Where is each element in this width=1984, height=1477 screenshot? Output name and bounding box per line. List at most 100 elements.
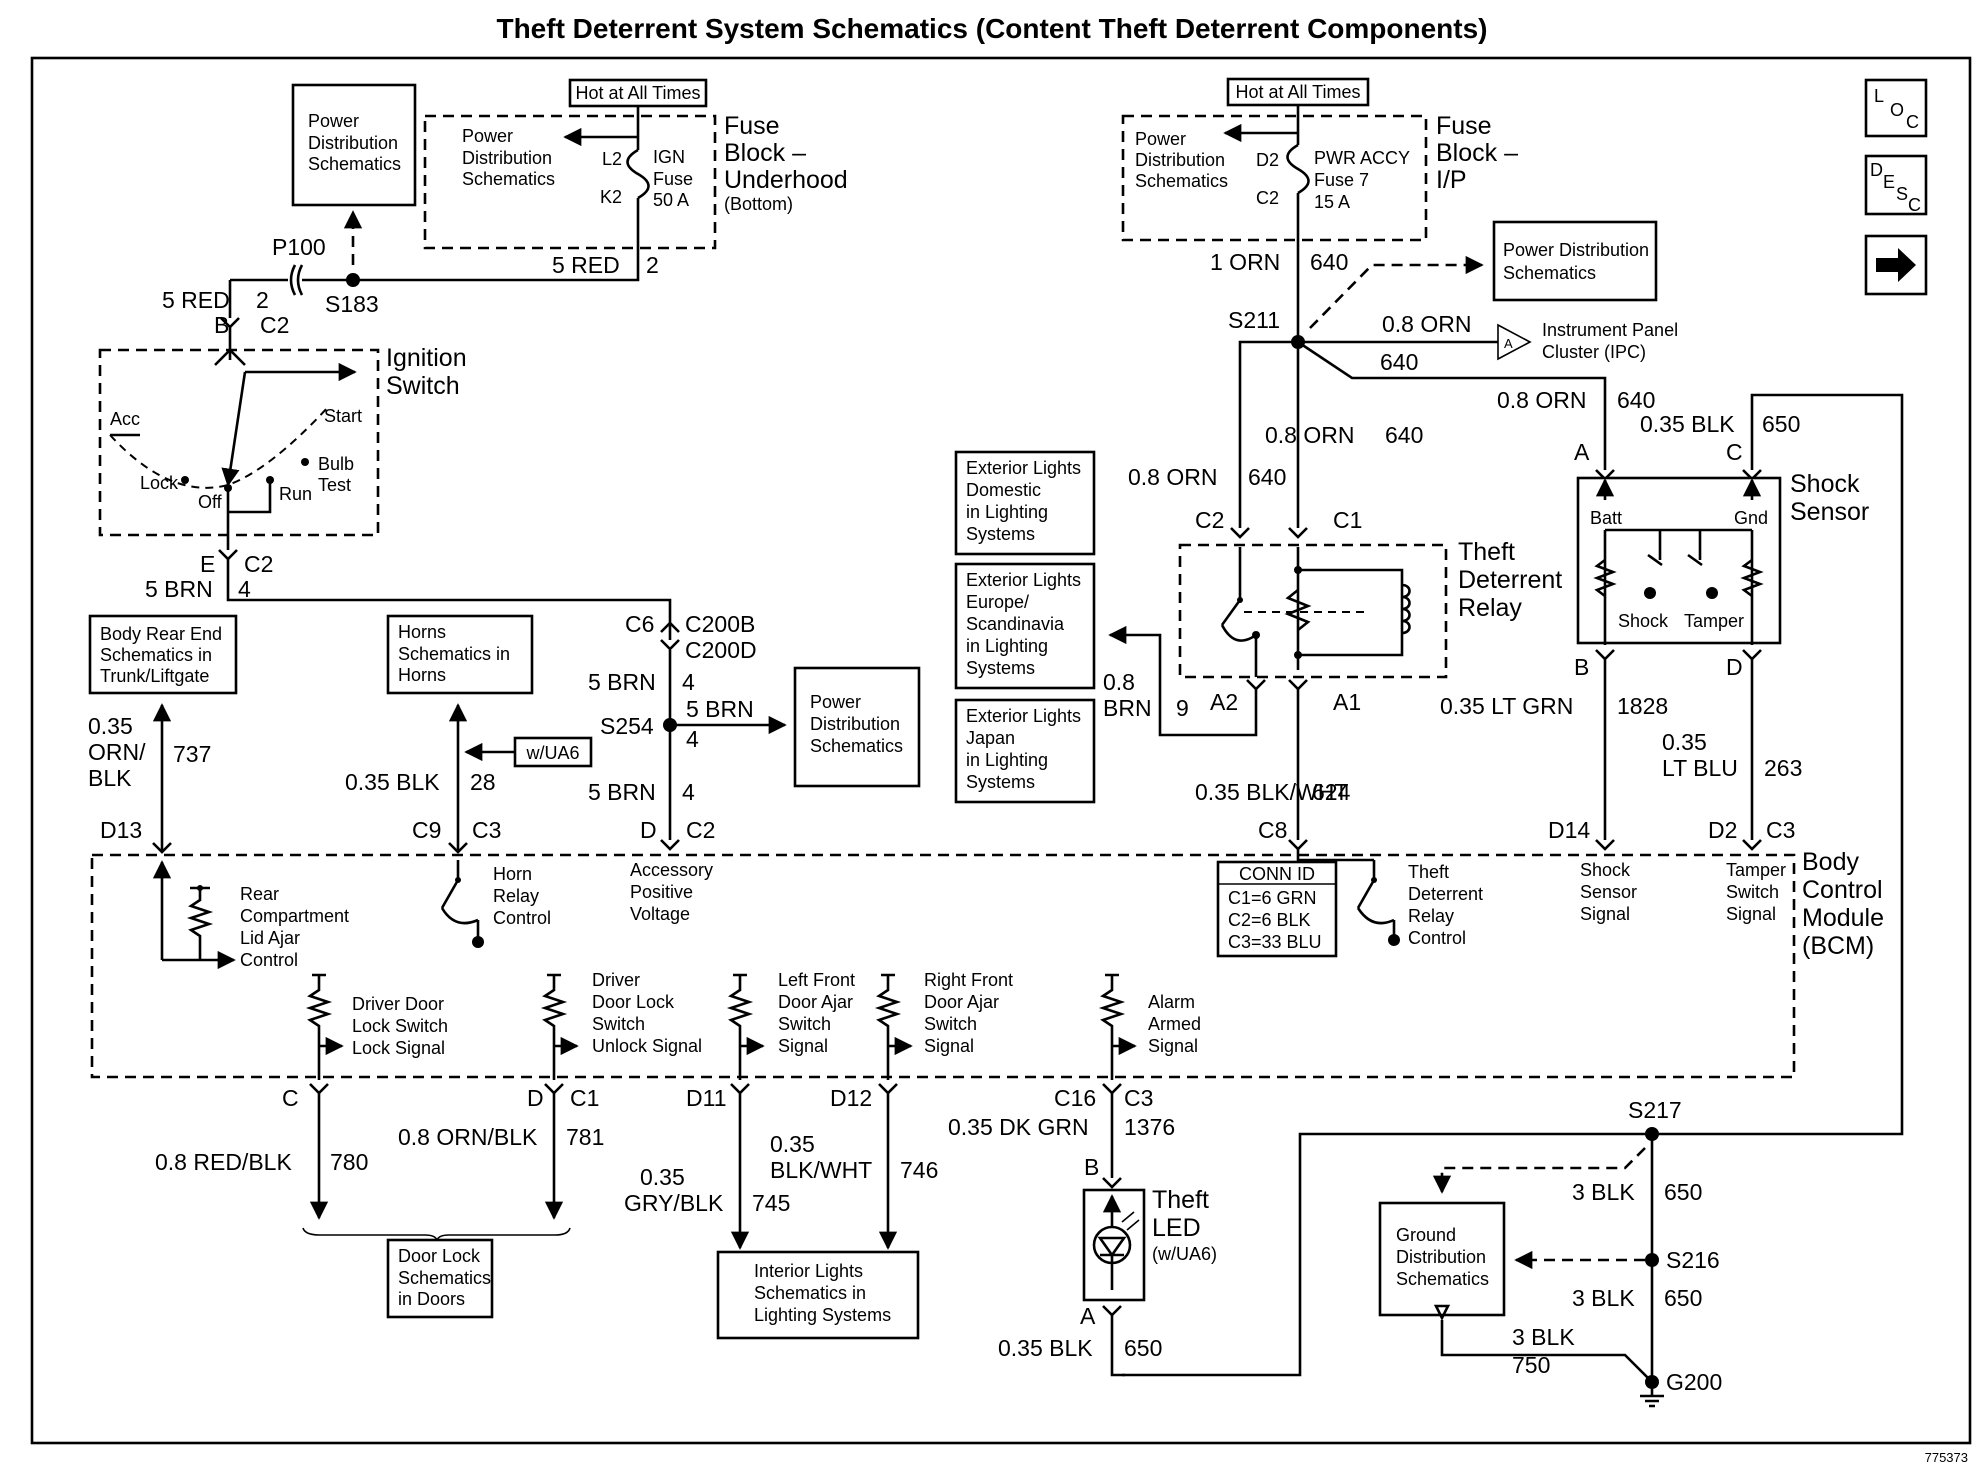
connector-c-ddl: C xyxy=(282,1085,299,1111)
fuse-ip-pin-d2: D2 xyxy=(1256,150,1279,170)
ignition-pos-run: Run xyxy=(279,484,312,504)
ref-ground xyxy=(1378,1201,1506,1317)
bcm-title-1: Body xyxy=(1802,848,1859,876)
wire-redblk: 0.8 RED/BLK xyxy=(155,1149,292,1175)
wire-ltblu-num: 263 xyxy=(1764,755,1802,781)
splice-s254: S254 xyxy=(600,713,654,739)
connector-b-shock: B xyxy=(1574,654,1589,680)
ref-door-lock-2: Schematics xyxy=(398,1268,491,1288)
ref-ext-domestic xyxy=(954,450,1096,556)
wire-5red-a-num: 2 xyxy=(256,287,269,313)
wire-gryblk-2: GRY/BLK xyxy=(624,1190,724,1216)
ipc-line2: Cluster (IPC) xyxy=(1542,342,1646,362)
wire-3blk-a: 3 BLK xyxy=(1572,1179,1635,1205)
ref-ext-japan-1: Exterior Lights xyxy=(966,706,1081,726)
ignition-pos-bulb: Bulb xyxy=(318,454,354,474)
ignition-pos-lock: Lock xyxy=(140,473,179,493)
fuse-uh-fuse-1: IGN xyxy=(653,147,685,167)
wire-blkwht-624-num: 624 xyxy=(1312,779,1351,805)
bcm-rear-comp-2: Compartment xyxy=(240,906,349,926)
ref-door-lock xyxy=(386,1238,494,1319)
ref-horns xyxy=(386,614,534,695)
loc-letter-l: L xyxy=(1874,86,1884,106)
wire-blk-650-top-num: 650 xyxy=(1762,411,1800,437)
wire-3blk-c-num: 750 xyxy=(1512,1352,1550,1378)
fuse-ip-pds-2: Distribution xyxy=(1135,150,1225,170)
bcm-rf-ajar-1: Right Front xyxy=(924,970,1013,990)
bcm-pullup-alarm xyxy=(1098,973,1137,1080)
connector-a-shock: A xyxy=(1574,439,1590,465)
wire-blk-650-led-num: 650 xyxy=(1124,1335,1162,1361)
desc-icon[interactable]: D E S C xyxy=(1864,154,1928,216)
bcm-horn-2: Relay xyxy=(493,886,539,906)
connector-c16: C16 xyxy=(1054,1085,1096,1111)
desc-letter-s: S xyxy=(1896,184,1908,204)
connector-c2-relay: C2 xyxy=(1195,507,1224,533)
loc-icon[interactable]: L O C xyxy=(1864,78,1928,138)
shock-inner-tamper: Tamper xyxy=(1684,611,1744,631)
ignition-pos-off: Off xyxy=(198,492,223,512)
connector-d-shock: D xyxy=(1726,654,1743,680)
wire-ornblk-num: 781 xyxy=(566,1124,604,1150)
wire-3blk-b: 3 BLK xyxy=(1572,1285,1635,1311)
connector-c3-horn: C3 xyxy=(472,817,501,843)
wire-orn-640-b: 0.8 ORN xyxy=(1128,464,1217,490)
shock-sensor xyxy=(1576,476,1782,645)
next-arrow-icon[interactable] xyxy=(1864,234,1928,296)
wire-3blk-b-num: 650 xyxy=(1664,1285,1702,1311)
bcm-tdr-4: Control xyxy=(1408,928,1466,948)
wire-orn-640-b-num: 640 xyxy=(1248,464,1286,490)
ignition-pos-start: Start xyxy=(324,406,362,426)
wire-08brn-2: BRN xyxy=(1103,695,1152,721)
wire-5brn-2-num: 4 xyxy=(686,726,699,752)
shock-inner-batt: Batt xyxy=(1590,508,1622,528)
ipc-tag: A xyxy=(1504,336,1513,351)
ref-ext-europe-2: Europe/ xyxy=(966,592,1029,612)
option-ua6-box xyxy=(513,736,593,768)
fuse-ip-title-2: Block – xyxy=(1436,139,1518,167)
connector-d11: D11 xyxy=(686,1085,727,1111)
connector-c-shock: C xyxy=(1726,439,1743,465)
theft-led-sub: (w/UA6) xyxy=(1152,1244,1217,1264)
ref-ground-3: Schematics xyxy=(1396,1269,1489,1289)
bcm-ddl-lock-3: Lock Signal xyxy=(352,1038,445,1058)
wire-5brn-3-num: 4 xyxy=(682,779,695,805)
ref-ext-domestic-2: Domestic xyxy=(966,480,1041,500)
theft-led-title-2: LED xyxy=(1152,1214,1201,1242)
ground-icon xyxy=(1640,1389,1664,1408)
ipc-line1: Instrument Panel xyxy=(1542,320,1678,340)
splice-s217: S217 xyxy=(1628,1097,1682,1123)
ref-ext-europe-1: Exterior Lights xyxy=(966,570,1081,590)
pds-box-1-line1: Power xyxy=(308,111,359,131)
pds-box-3-line1: Power xyxy=(810,692,861,712)
pds-box-2-line1: Power Distribution xyxy=(1503,240,1649,260)
bcm-shock-3: Signal xyxy=(1580,904,1630,924)
bcm-rear-comp-1: Rear xyxy=(240,884,279,904)
wire-redblk-num: 780 xyxy=(330,1149,368,1175)
fuse-ip-pds-3: Schematics xyxy=(1135,171,1228,191)
bcm-horn-3: Control xyxy=(493,908,551,928)
bcm-pullup-rf-ajar xyxy=(874,973,913,1080)
connector-d-ddl: D xyxy=(527,1085,544,1111)
wire-1orn: 1 ORN xyxy=(1210,249,1280,275)
wire-gryblk-1: 0.35 xyxy=(640,1164,685,1190)
pds-box-2-line2: Schematics xyxy=(1503,263,1596,283)
wire-blk-28-num: 28 xyxy=(470,769,496,795)
bcm-acc-1: Accessory xyxy=(630,860,713,880)
fuse-uh-pds-1: Power xyxy=(462,126,513,146)
ref-ext-japan-2: Japan xyxy=(966,728,1015,748)
fuse-uh-pds-2: Distribution xyxy=(462,148,552,168)
bcm-ddl-unlock-1: Driver xyxy=(592,970,640,990)
bcm-shock-1: Shock xyxy=(1580,860,1631,880)
wire-5brn-1-num: 4 xyxy=(682,669,695,695)
ref-ext-europe-4: in Lighting xyxy=(966,636,1048,656)
fuse-uh-pds-3: Schematics xyxy=(462,169,555,189)
wire-5brn-e-num: 4 xyxy=(238,576,251,602)
connector-e: E xyxy=(200,551,215,577)
ref-body-rear-3: Trunk/Liftgate xyxy=(100,666,209,686)
bcm-ddl-unlock-4: Unlock Signal xyxy=(592,1036,702,1056)
pds-box-3-line3: Schematics xyxy=(810,736,903,756)
connector-c8: C8 xyxy=(1258,817,1287,843)
